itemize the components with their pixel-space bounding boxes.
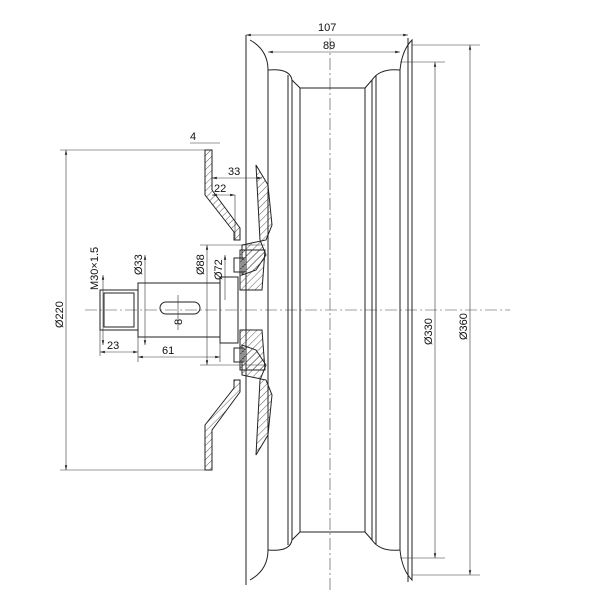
dim-bearing-dia: Ø72: [213, 259, 225, 280]
shaft: [99, 276, 239, 344]
dim-disc-offset-inner: 22: [214, 183, 226, 195]
dim-thread: M30×1.5: [89, 247, 101, 290]
dim-shaft-dia: Ø33: [133, 254, 145, 275]
dim-thread-length: 23: [107, 340, 119, 352]
bearing-seal-bottom: [233, 347, 245, 363]
dim-rim-outer-dia: Ø360: [458, 313, 470, 340]
rim-profile: [245, 35, 413, 585]
dim-hub-dia-outer: Ø88: [195, 254, 207, 275]
hub-section: [233, 164, 273, 456]
disc-profile: [204, 149, 241, 471]
dim-disc-offset-outer: 33: [228, 166, 240, 178]
dim-rim-seat-dia: Ø330: [423, 318, 435, 345]
dimension-lines: [60, 33, 480, 576]
dim-shaft-length: 61: [162, 345, 174, 357]
keyway: [159, 301, 201, 315]
dim-rim-inner-width: 89: [323, 40, 335, 52]
dim-disc-dia: Ø220: [54, 301, 66, 328]
dim-rim-width: 107: [318, 22, 336, 34]
bearing-seal-top: [233, 257, 245, 273]
dim-key-width: 8: [173, 319, 185, 325]
dim-disc-thickness: 4: [190, 131, 196, 143]
